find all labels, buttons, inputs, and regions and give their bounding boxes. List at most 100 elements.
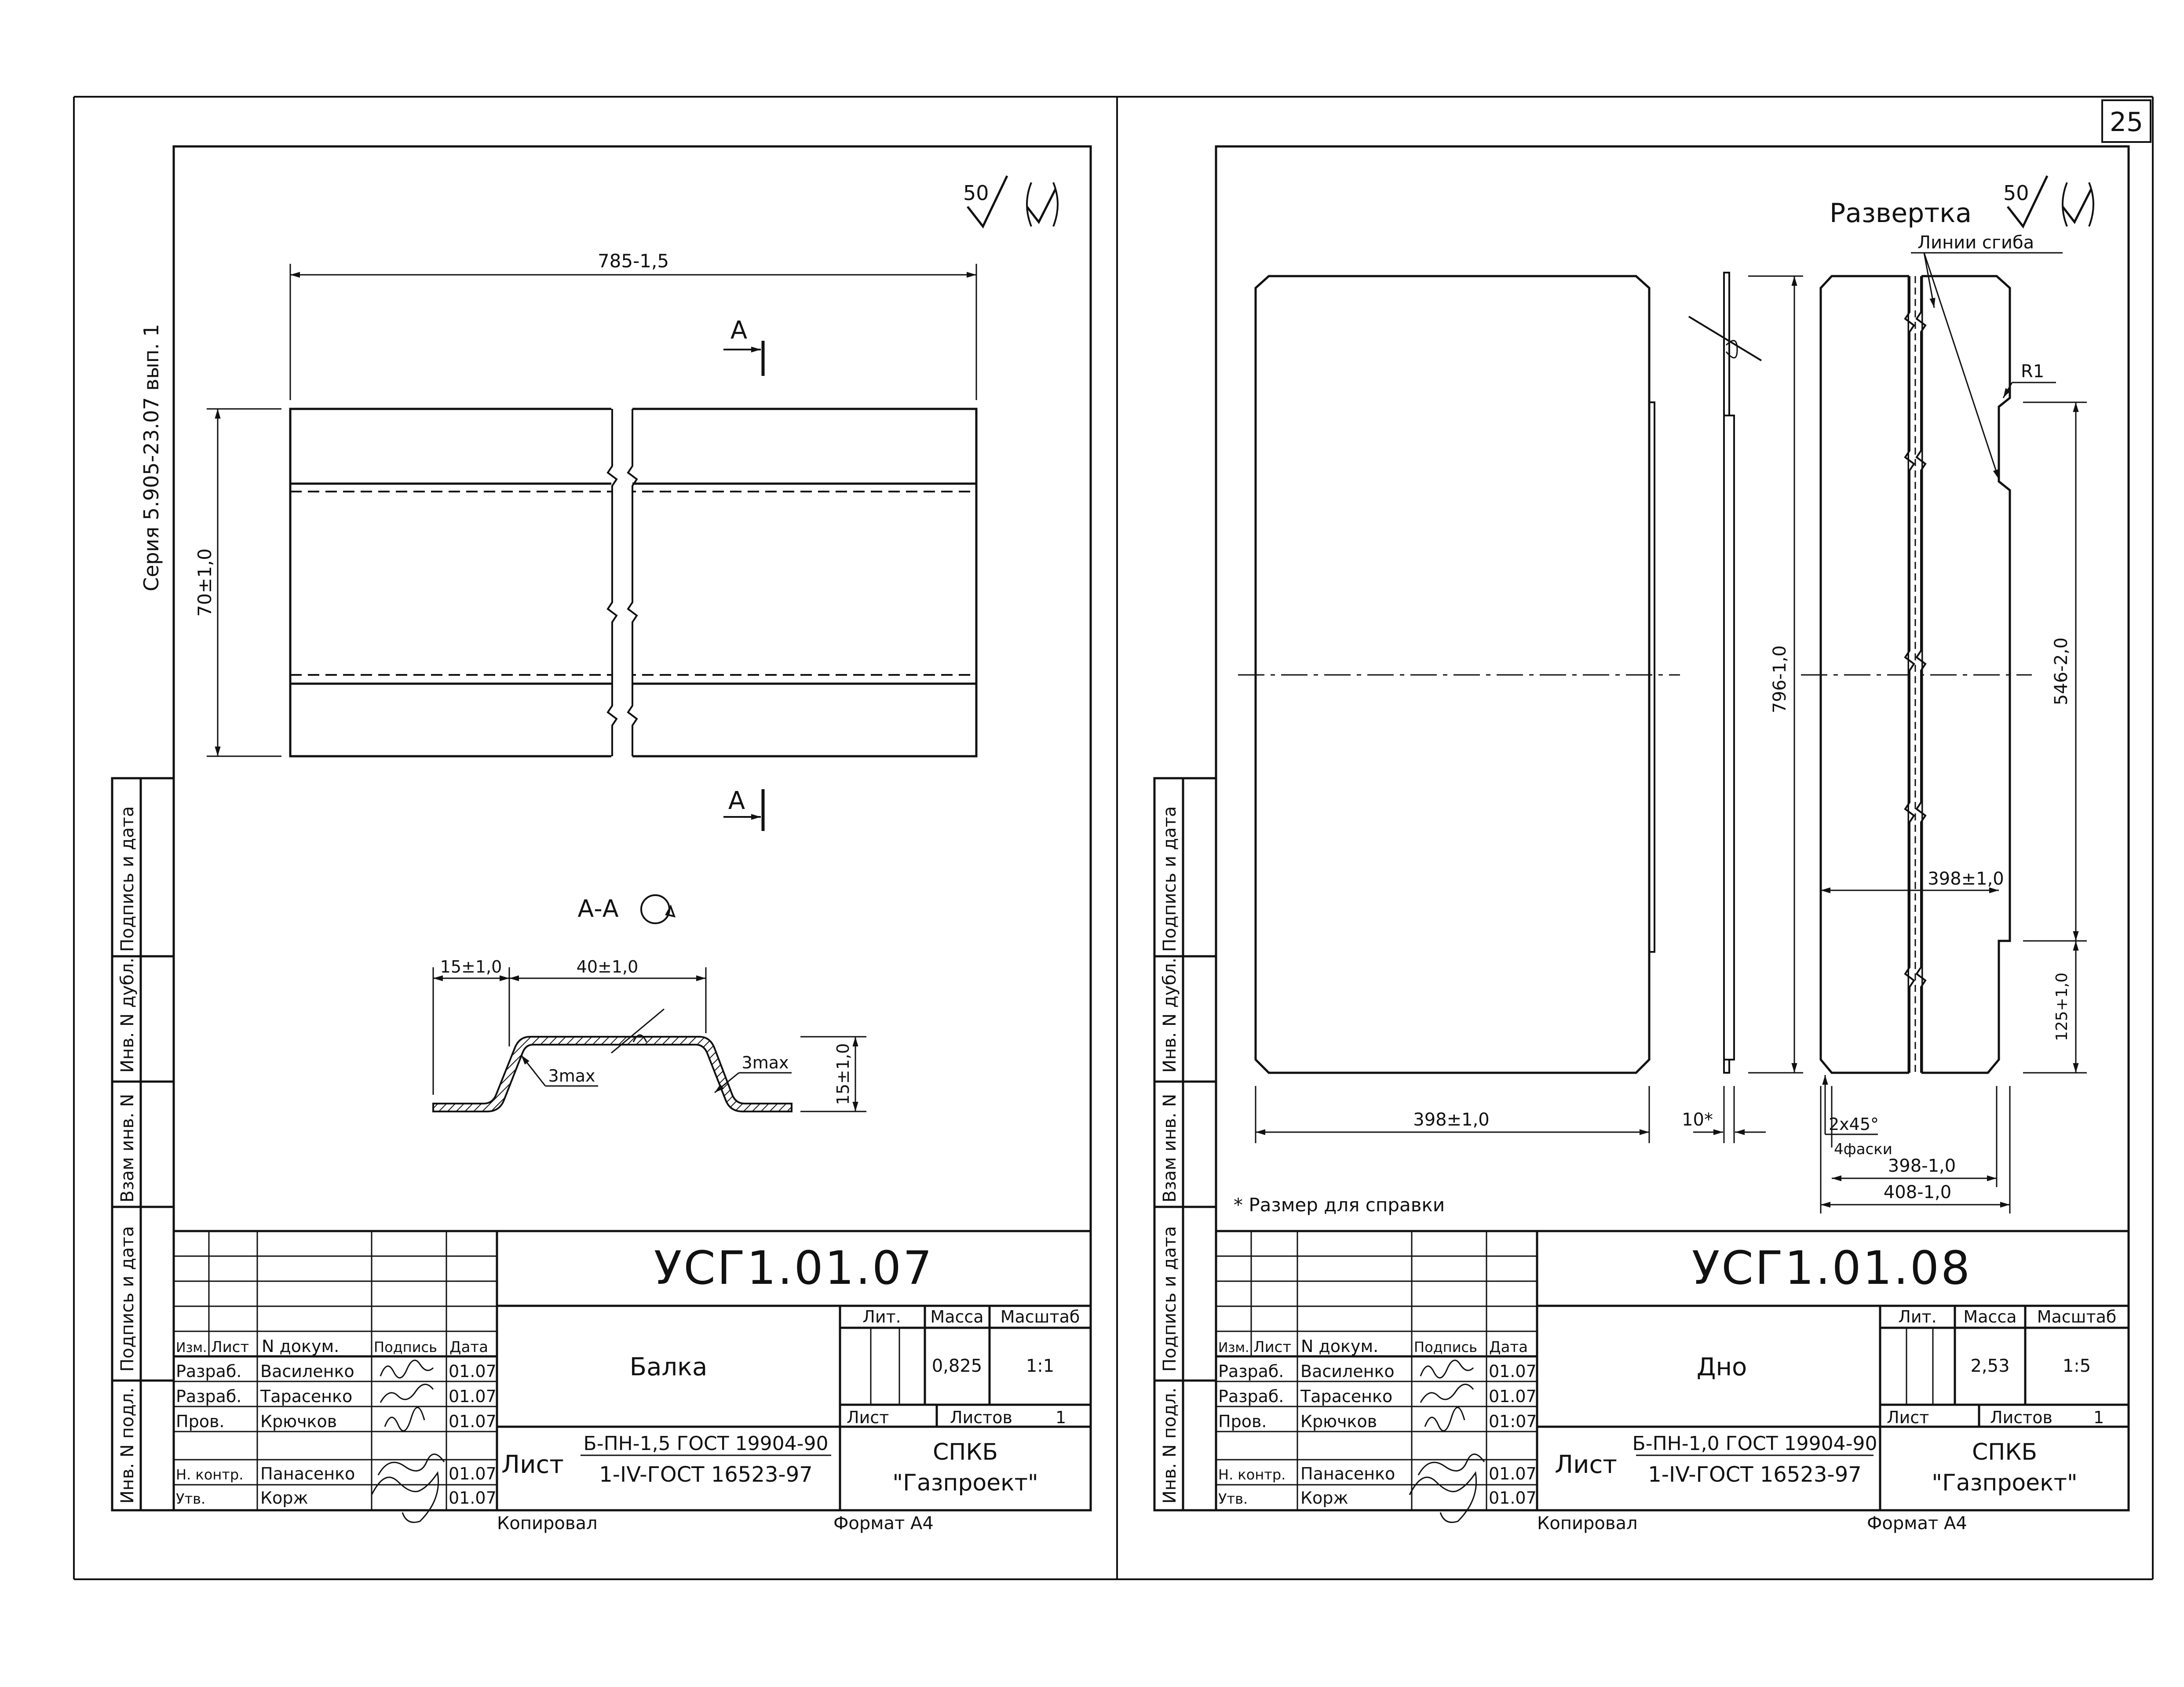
svg-text:Листов: Листов xyxy=(950,1408,1012,1427)
svg-text:Утв.: Утв. xyxy=(176,1490,205,1507)
svg-text:01.07: 01.07 xyxy=(449,1362,497,1381)
svg-text:Масштаб: Масштаб xyxy=(1001,1307,1080,1326)
bottom-plate xyxy=(1238,275,1680,1143)
svg-text:01.07: 01.07 xyxy=(1489,1387,1537,1406)
svg-text:1:5: 1:5 xyxy=(2063,1356,2091,1376)
drawing-code: УСГ1.01.07 xyxy=(654,1241,934,1295)
svg-text:Изм.: Изм. xyxy=(1218,1340,1249,1355)
dim-width-mid: 398±1,0 xyxy=(1928,869,2004,889)
dim-height-left: 796-1,0 xyxy=(1770,645,1790,713)
right-title-block xyxy=(1215,1230,2130,1512)
material-line1: Б-ПН-1,5 ГОСТ 19904-90 xyxy=(584,1432,829,1455)
svg-text:Тарасенко: Тарасенко xyxy=(260,1387,352,1406)
svg-text:Пров.: Пров. xyxy=(1218,1412,1267,1431)
org-line2: "Газпроект" xyxy=(892,1470,1038,1496)
section-mark-bottom: А xyxy=(723,787,765,831)
dim-radius-left: 3max xyxy=(548,1066,595,1086)
svg-text:Формат А4: Формат А4 xyxy=(833,1513,934,1534)
svg-text:УСГ1.01.08: УСГ1.01.08 xyxy=(1692,1241,1972,1295)
svg-text:Лист: Лист xyxy=(1887,1408,1929,1427)
svg-text:Инв. N дубл.: Инв. N дубл. xyxy=(1160,958,1180,1073)
svg-text:Н. контр.: Н. контр. xyxy=(1218,1466,1286,1483)
svg-text:Панасенко: Панасенко xyxy=(260,1464,355,1483)
svg-text:N докум.: N докум. xyxy=(1301,1337,1378,1356)
right-roughness-mark: Развертка 50 xyxy=(1830,175,2094,229)
svg-text:Лист: Лист xyxy=(501,1450,564,1479)
dim-height-right: 546-2,0 xyxy=(2051,638,2071,705)
svg-text:01.07: 01.07 xyxy=(1489,1464,1537,1483)
side-profile xyxy=(1688,272,1803,1143)
beam-dimensions xyxy=(207,264,977,757)
dim-chamfer: 2x45° xyxy=(1829,1115,1879,1134)
svg-text:Дно: Дно xyxy=(1697,1353,1747,1381)
svg-text:Листов: Листов xyxy=(1990,1408,2053,1427)
dim-bottom-part: 125+1,0 xyxy=(2053,973,2071,1041)
org-line1: СПКБ xyxy=(933,1439,998,1465)
part-name: Балка xyxy=(630,1353,708,1381)
beam-break-gap xyxy=(606,407,638,758)
svg-text:Н. контр.: Н. контр. xyxy=(176,1466,243,1483)
svg-text:Лист: Лист xyxy=(1253,1338,1291,1356)
svg-text:Корж: Корж xyxy=(260,1488,308,1508)
svg-text:Лист: Лист xyxy=(211,1338,249,1356)
dim-dev-398: 398-1,0 xyxy=(1888,1156,1956,1176)
svg-text:Б-ПН-1,0 ГОСТ 19904-90: Б-ПН-1,0 ГОСТ 19904-90 xyxy=(1633,1432,1877,1455)
svg-text:01.07: 01.07 xyxy=(1489,1488,1537,1508)
side-label-podpis-2: Подпись и дата xyxy=(117,1226,138,1372)
svg-text:А: А xyxy=(728,787,745,815)
mass-value: 0,825 xyxy=(932,1356,982,1376)
svg-text:Масштаб: Масштаб xyxy=(2037,1307,2117,1326)
series-label: Серия 5.905-23.07 вып. 1 xyxy=(139,324,163,591)
left-signatures xyxy=(371,1359,445,1523)
svg-text:01.07: 01.07 xyxy=(449,1387,497,1406)
section-mark-top: А xyxy=(723,316,765,376)
dim-height: 70±1,0 xyxy=(194,548,215,616)
dim-radius-right: 3max xyxy=(742,1053,789,1072)
fold-lines-label: Линии сгиба xyxy=(1917,233,2034,253)
left-title-block xyxy=(172,1230,1092,1512)
svg-text:Подпись: Подпись xyxy=(1414,1339,1477,1355)
dim-length: 785-1,5 xyxy=(598,250,669,272)
side-label-vzam: Взам инв. N xyxy=(117,1094,138,1202)
svg-text:Разраб.: Разраб. xyxy=(176,1362,241,1381)
right-side-labels: Подпись и дата Инв. N дубл. Взам инв. N … xyxy=(1160,806,1180,1504)
svg-text:Разраб.: Разраб. xyxy=(1218,1362,1284,1381)
svg-text:А: А xyxy=(730,316,747,345)
svg-text:Разраб.: Разраб. xyxy=(1218,1387,1284,1406)
svg-text:"Газпроект": "Газпроект" xyxy=(1932,1470,2078,1496)
svg-text:Формат А4: Формат А4 xyxy=(1867,1513,1967,1534)
svg-text:Взам инв. N: Взам инв. N xyxy=(1160,1094,1180,1202)
svg-text:Лит.: Лит. xyxy=(1898,1307,1937,1326)
svg-text:50: 50 xyxy=(2003,181,2029,205)
right-title-texts: УСГ1.01.08 Дно Лит. Масса Масштаб 2,53 1… xyxy=(1218,1241,2116,1534)
section-label: А-А xyxy=(577,895,618,922)
section-profile xyxy=(432,1036,793,1112)
dim-web: 40±1,0 xyxy=(577,957,639,976)
development-breaks xyxy=(1904,273,1927,1077)
svg-text:01.07: 01.07 xyxy=(449,1488,497,1508)
dim-dev-408: 408-1,0 xyxy=(1884,1182,1951,1202)
svg-text:Дата: Дата xyxy=(1489,1338,1528,1356)
development-annotations xyxy=(1820,252,2087,1213)
svg-text:Подпись и дата: Подпись и дата xyxy=(1160,806,1180,952)
svg-text:N докум.: N докум. xyxy=(262,1337,339,1356)
svg-text:Лист: Лист xyxy=(847,1408,889,1427)
roughness-value: 50 xyxy=(963,181,989,205)
svg-text:Масса: Масса xyxy=(1963,1307,2016,1326)
side-label-inv-podl: Инв. N подл. xyxy=(117,1388,138,1504)
svg-text:2,53: 2,53 xyxy=(1970,1356,2009,1376)
left-side-labels: Подпись и дата Инв. N дубл. Взам инв. N … xyxy=(117,806,138,1504)
development-label: Развертка xyxy=(1830,198,1972,229)
svg-text:Дата: Дата xyxy=(449,1338,488,1356)
svg-text:01.07: 01.07 xyxy=(1489,1362,1537,1381)
svg-text:Утв.: Утв. xyxy=(1218,1490,1248,1507)
sheet-number: 25 xyxy=(2110,107,2143,138)
left-roughness-mark: 50 xyxy=(963,175,1059,229)
svg-text:СПКБ: СПКБ xyxy=(1972,1439,2037,1465)
svg-text:1: 1 xyxy=(1055,1408,1066,1427)
svg-text:Пров.: Пров. xyxy=(176,1412,224,1431)
svg-text:Инв. N подл.: Инв. N подл. xyxy=(1160,1388,1180,1504)
left-drawing-frame xyxy=(111,145,1092,1512)
svg-text:1: 1 xyxy=(2093,1408,2104,1427)
svg-text:Подпись: Подпись xyxy=(374,1339,437,1355)
